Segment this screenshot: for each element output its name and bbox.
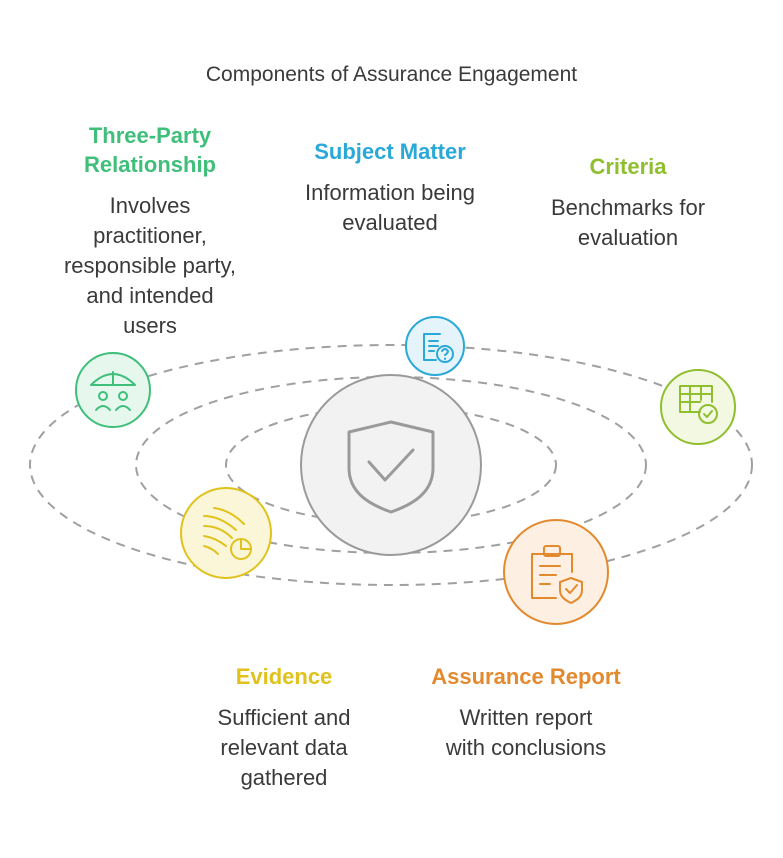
criteria-node: [660, 369, 736, 445]
inner-orbit: [225, 406, 557, 524]
evidence-description: Sufficient and relevant data gathered: [217, 705, 351, 790]
three-party-node: [75, 352, 151, 428]
three-party-heading: Three-Party Relationship: [83, 123, 216, 177]
subject-matter-description: Information being evaluated: [305, 180, 475, 235]
subject-matter-block: Subject Matter Information being evaluat…: [270, 137, 510, 238]
document-question-icon: [423, 333, 454, 363]
criteria-block: Criteria Benchmarks for evaluation: [520, 152, 736, 253]
assurance-report-block: Assurance Report Written report with con…: [410, 662, 642, 763]
shield-check-icon: [347, 420, 435, 514]
assurance-report-heading: Assurance Report: [431, 664, 621, 689]
subject-matter-heading: Subject Matter: [314, 139, 466, 164]
evidence-node: [180, 487, 272, 579]
assurance-report-node: [503, 519, 609, 625]
clipboard-shield-icon: [531, 545, 583, 604]
criteria-description: Benchmarks for evaluation: [550, 195, 706, 250]
diagram-title: Components of Assurance Engagement: [205, 63, 578, 86]
evidence-block: Evidence Sufficient and relevant data ga…: [172, 662, 396, 793]
assurance-report-description: Written report with conclusions: [445, 705, 607, 760]
data-flow-pie-icon: [203, 507, 252, 560]
three-party-description: Involves practitioner, responsible party…: [63, 193, 236, 338]
umbrella-people-icon: [90, 371, 136, 411]
subject-matter-node: [405, 316, 465, 376]
center-shield-node: [300, 374, 482, 556]
evidence-heading: Evidence: [235, 664, 333, 689]
three-party-block: Three-Party Relationship Involves practi…: [42, 121, 258, 341]
criteria-heading: Criteria: [589, 154, 667, 179]
outer-orbit: [29, 344, 753, 586]
table-check-icon: [679, 385, 718, 424]
